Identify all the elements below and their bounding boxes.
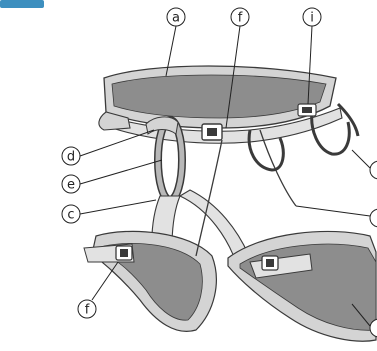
svg-text:a: a bbox=[172, 11, 180, 26]
callout-c: c bbox=[62, 205, 80, 223]
callout-f-top: f bbox=[231, 8, 249, 26]
callout-d: d bbox=[62, 147, 80, 165]
svg-text:d: d bbox=[67, 150, 75, 165]
callout-e: e bbox=[62, 175, 80, 193]
svg-text:e: e bbox=[67, 178, 75, 193]
svg-text:c: c bbox=[67, 208, 74, 223]
leg-buckle-right bbox=[262, 256, 278, 270]
svg-text:i: i bbox=[310, 11, 314, 26]
svg-text:f: f bbox=[85, 303, 90, 318]
svg-text:f: f bbox=[238, 11, 243, 26]
callout-a: a bbox=[167, 8, 185, 26]
callout-f-bottom: f bbox=[78, 300, 96, 318]
callout-i: i bbox=[303, 8, 321, 26]
leg-loop-left bbox=[84, 231, 216, 331]
waist-buckle bbox=[202, 124, 222, 140]
header-tab bbox=[0, 0, 44, 8]
leg-loop-right bbox=[228, 231, 376, 341]
leg-buckle-left bbox=[116, 246, 132, 260]
rear-buckle bbox=[298, 104, 316, 116]
